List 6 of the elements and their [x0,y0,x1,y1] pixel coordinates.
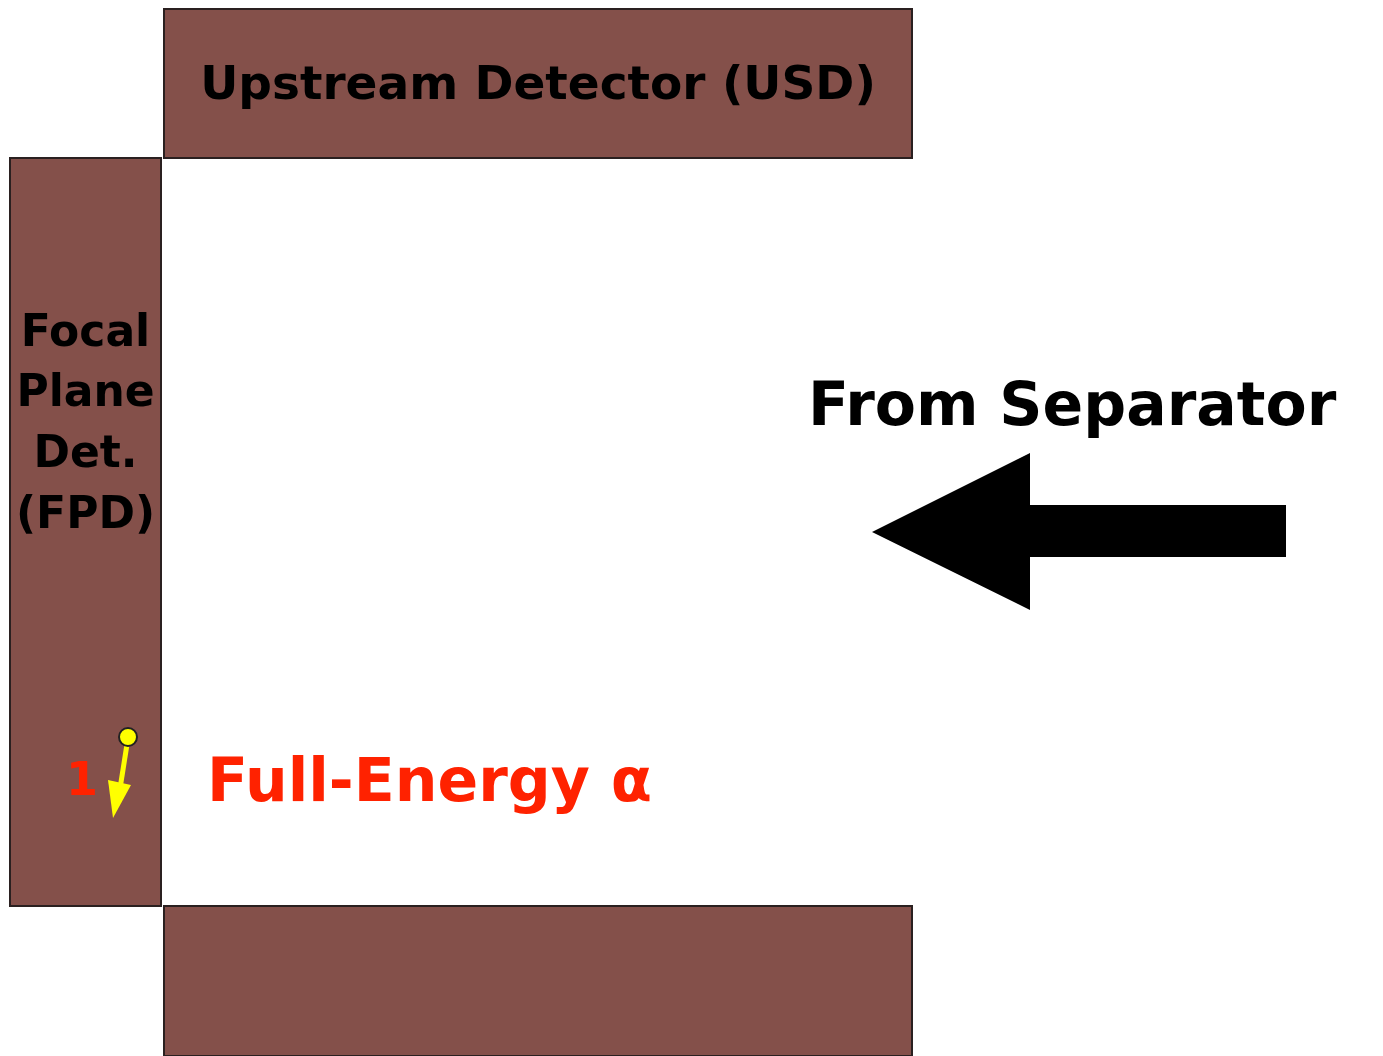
callout-number: 1 [66,756,98,802]
detector-box [9,157,162,907]
detector-box [163,8,913,159]
detector-label: Upstream Detector (USD) [200,55,876,112]
detector-label: Focal Plane Det. (FPD) [14,303,156,540]
detector-box [163,905,913,1056]
